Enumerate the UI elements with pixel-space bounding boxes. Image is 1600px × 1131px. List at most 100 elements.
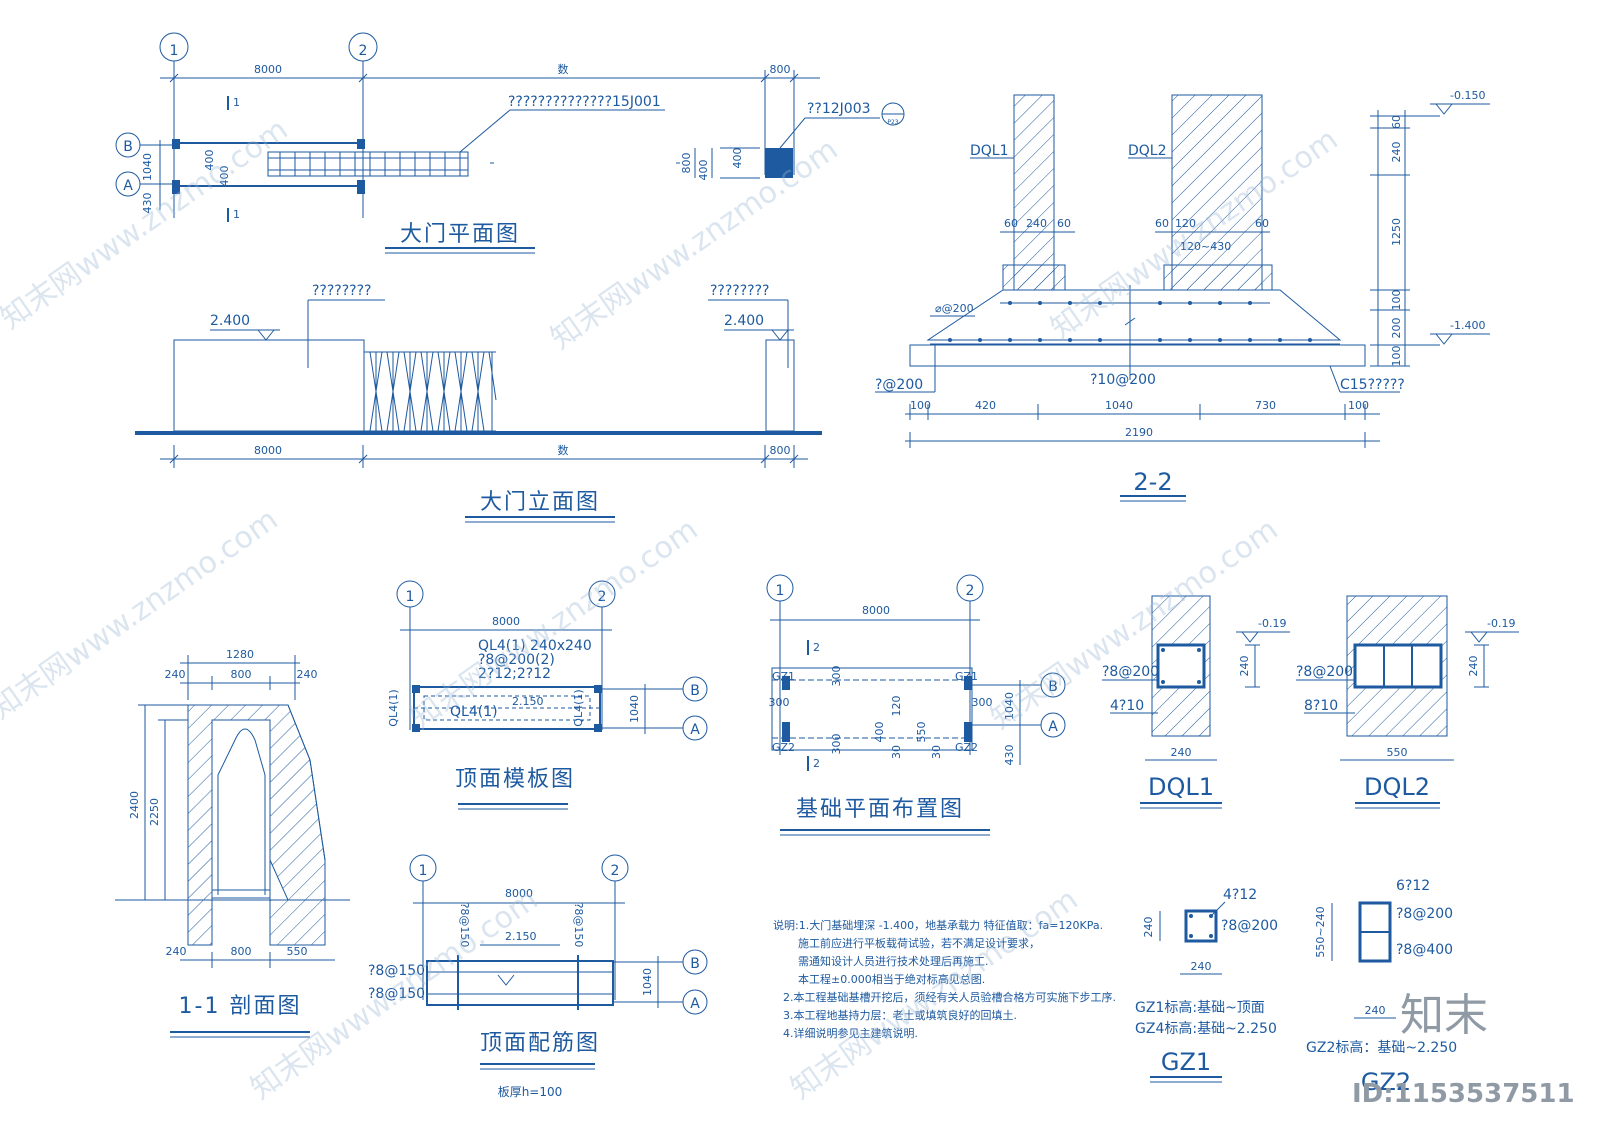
plan-dim-400b: 400 [218,166,231,187]
s22-concrete: C15????? [1340,377,1405,393]
watermark-text-2: 知末网www.znzmo.com [545,132,845,357]
s11-v2250: 2250 [148,798,161,826]
note-line-7: 4.详细说明参见主建筑说明. [783,1026,918,1040]
fd-axis-2: 2 [966,583,975,599]
elev-leader-right: ???????? [710,283,769,299]
gz1-note-2: GZ4标高:基础~2.250 [1135,1020,1277,1037]
rr-dim-8000: 8000 [505,887,533,900]
axis-B-label: B [123,139,133,155]
rf-dim-8000: 8000 [492,615,520,628]
s11-d240b: 240 [297,668,318,681]
s22-rebar-200: ⌀@200 [935,302,974,315]
dql1-rebar-2: 4?10 [1110,698,1144,714]
watermark-text-4: 知末网www.znzmo.com [0,502,284,727]
rf-inner-label: QL4(1) [450,704,498,720]
s11-b240: 240 [166,945,187,958]
gz1-detail: 4?12 ?8@200 240 240 GZ1标高:基础~顶面 GZ4标高:基础… [1135,887,1278,1083]
rf-side-1: QL4(1) [387,689,400,726]
s11-d1280: 1280 [226,648,254,661]
fd-gz1-right: GZ1 [955,670,978,683]
fd-d550: 550 [915,722,928,743]
axis-2-label: 2 [359,43,368,59]
rf-axis-A: A [690,722,700,738]
elev-leader-left: ???????? [312,283,371,299]
elev-dim-800: 800 [770,444,791,457]
fd-d430: 430 [1003,745,1016,766]
s22-d240: 240 [1026,217,1047,230]
gate-elevation-view: 2.400 ???????? 2.400 ???????? 8000 数 800… [135,283,822,523]
gz1-height: 240 [1142,917,1155,938]
rf-dim-1040: 1040 [628,695,641,723]
roof-rebar-view: 1 2 8000 ?8@150 ?8@150 2.150 ?8@150 ?8@1… [368,854,708,1099]
section-2-2-view: DQL1 DQL2 60 240 60 60 120 60 120~430 ⌀@… [875,89,1490,502]
note-line-2: 施工前应进行平板载荷试验，若不满足设计要求， [798,936,1040,950]
s22-d60a: 60 [1004,217,1018,230]
gz2-note: GZ2标高：基础~2.250 [1306,1039,1457,1056]
foundation-plan-view: 1 2 8000 GZ1 GZ1 GZ2 GZ2 2 2 300 300 300… [766,574,1066,836]
design-notes: 说明:1.大门基础埋深 -1.400，地基承载力 特征值取：fa=120KPa.… [773,918,1116,1040]
s22-b730: 730 [1255,399,1276,412]
gz2-height: 550~240 [1314,906,1327,957]
gz1-width: 240 [1191,960,1212,973]
dql1-height: 240 [1238,656,1251,677]
s22-b100a: 100 [910,399,931,412]
gz1-note-1: GZ1标高:基础~顶面 [1135,999,1265,1016]
s22-rebar-a: ?@200 [875,377,923,393]
plan-leader-2: ??12J003 [807,101,871,117]
plan-detail-tag: P23 [887,119,898,126]
s22-v60: 60 [1390,115,1403,129]
gz2-width: 240 [1365,1004,1386,1017]
section-1-1-view: 1280 240 800 240 2400 2250 240 800 550 1… [115,648,350,1038]
s22-b420: 420 [975,399,996,412]
brand-watermark: 知末 [1400,990,1488,1041]
elev-dim-8000: 8000 [254,444,282,457]
fd-d400: 400 [873,722,886,743]
dql2-detail: ?8@200 8?10 -0.19 240 550 DQL2 [1296,595,1519,809]
plan-leader-1: ??????????????15J001 [508,94,661,110]
fd-d1040: 1040 [1003,692,1016,720]
fd-d120: 120 [890,696,903,717]
s22-d60c: 60 [1155,217,1169,230]
image-id-watermark: ID:1153537511 [1352,1079,1575,1109]
s11-b800: 800 [231,945,252,958]
dql1-width: 240 [1171,746,1192,759]
watermark-layer: 知末网www.znzmo.com 知末网www.znzmo.com 知末网www… [0,112,1575,1109]
note-line-1: 说明:1.大门基础埋深 -1.400，地基承载力 特征值取：fa=120KPa. [773,918,1103,932]
rf-axis-B: B [690,683,700,699]
gz2-rebar-3: ?8@400 [1396,942,1453,958]
plan-dim-800v: 800 [680,153,693,174]
dql2-rebar-2: 8?10 [1304,698,1338,714]
rf-level: 2.150 [512,695,544,708]
rf-label-1: QL4(1) 240x240 [478,638,592,654]
gz1-rebar-2: ?8@200 [1221,918,1278,934]
elev-level-left: 2.400 [210,313,250,329]
roof-formwork-view: 1 2 8000 QL4(1) 240x240 ?8@200(2) 2?12;2… [387,580,708,810]
dql1-level: -0.19 [1258,617,1286,630]
s11-b550: 550 [287,945,308,958]
fd-d300b: 300 [830,734,843,755]
note-line-3: 需通知设计人员进行技术处理后再施工. [798,954,989,968]
fd-gz2-right: GZ2 [955,741,978,754]
fd-d30a: 30 [890,745,903,759]
plan-cut-bottom: 1 [233,208,240,221]
roof-rebar-title: 顶面配筋图 [480,1031,600,1056]
dql2-height: 240 [1467,656,1480,677]
axis-A-label: A [123,178,133,194]
section-2-2-title: 2-2 [1133,468,1172,496]
rr-horiz-2: ?8@150 [368,986,425,1002]
s22-level-bottom: -1.400 [1450,319,1485,332]
s22-b100b: 100 [1348,399,1369,412]
s22-v1250: 1250 [1390,218,1403,246]
axis-1-label: 1 [170,43,179,59]
s22-d120: 120 [1175,217,1196,230]
rr-horiz-1: ?8@150 [368,963,425,979]
gz1-rebar-1: 4?12 [1223,887,1257,903]
rr-axis-1: 1 [419,863,428,879]
rr-slab-thickness: 板厚h=100 [498,1085,563,1099]
s22-v200: 200 [1390,318,1403,339]
s22-d60d: 60 [1255,217,1269,230]
note-line-5: 2.本工程基础基槽开挖后，须经有关人员验槽合格方可实施下步工序. [783,990,1116,1004]
fd-d300d: 300 [972,696,993,709]
dql2-title: DQL2 [1364,773,1430,801]
gate-plan-view: 1 2 8000 数 800 B A 1040 430 400 400 [115,32,905,254]
